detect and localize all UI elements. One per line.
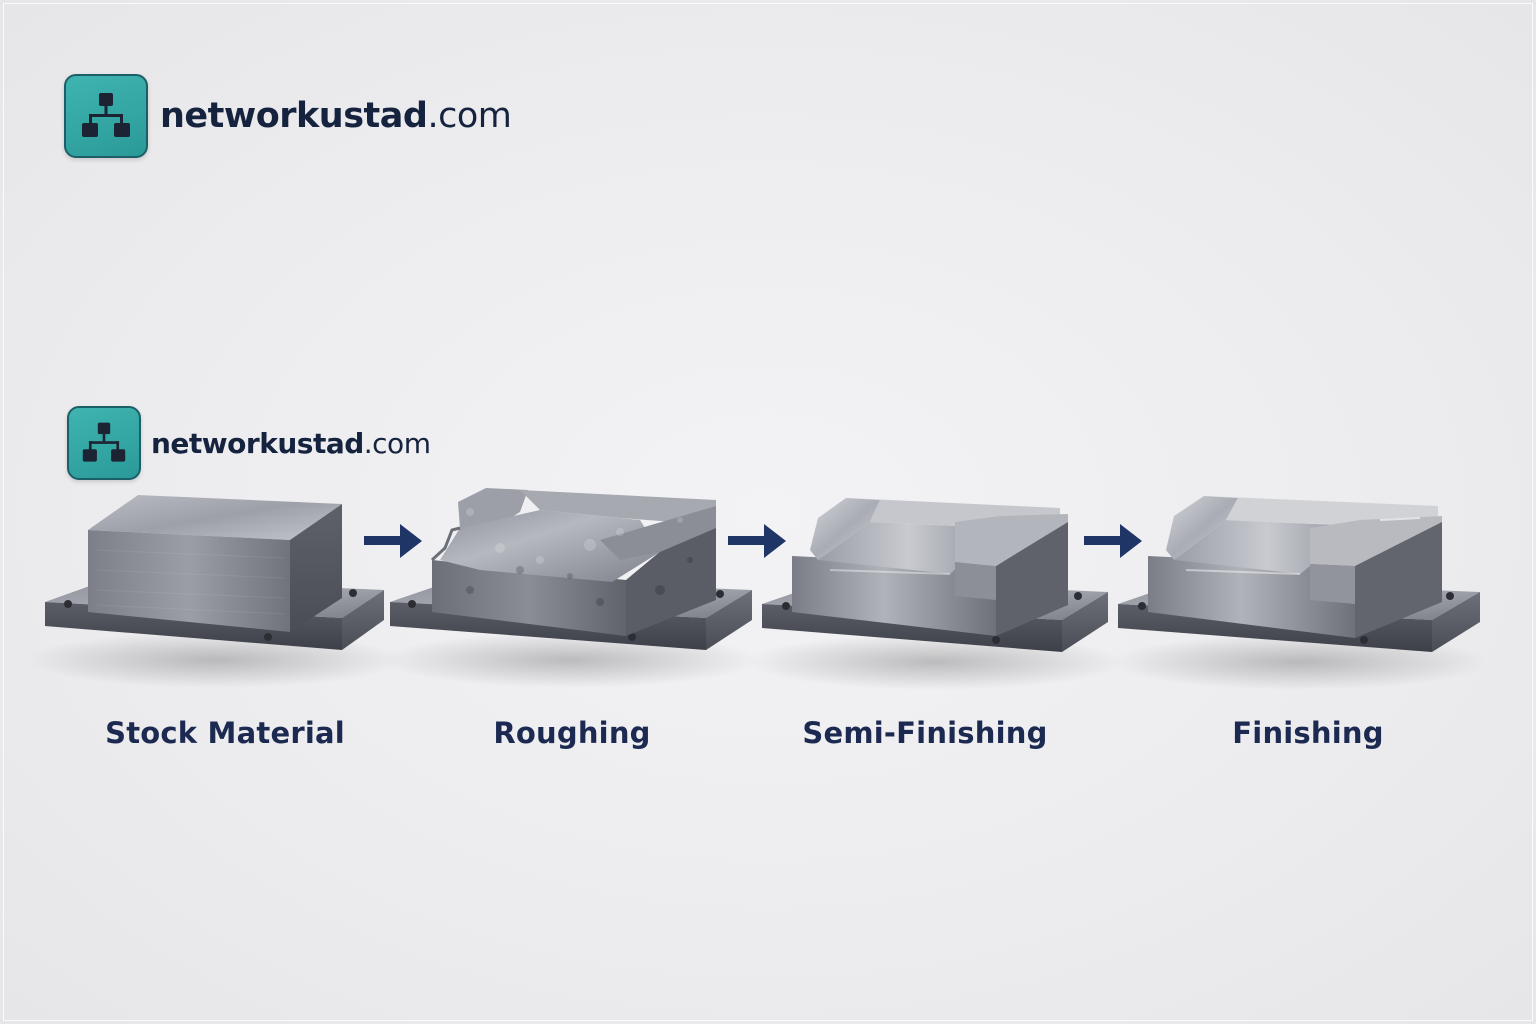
brand-logo-diagram: networkustad.com: [67, 406, 431, 480]
stage-label-roughing: Roughing: [493, 716, 651, 750]
process-arrow: [1084, 524, 1142, 558]
process-arrow: [364, 524, 422, 558]
brand-logo-top: networkustad.com: [64, 74, 512, 158]
brand-name: networkustad: [151, 426, 364, 460]
brand-name: networkustad: [160, 96, 428, 136]
stage-stock-material-illustration: [25, 495, 405, 688]
brand-wordmark: networkustad.com: [160, 96, 512, 136]
process-arrow: [728, 524, 786, 558]
stage-finishing-illustration: [1110, 496, 1490, 690]
brand-wordmark: networkustad.com: [151, 426, 431, 460]
brand-tld: .com: [363, 426, 431, 460]
stage-label-finishing: Finishing: [1232, 716, 1384, 750]
stage-label-stock-material: Stock Material: [105, 716, 345, 750]
brand-tld: .com: [427, 96, 512, 136]
stage-roughing-illustration: [380, 488, 760, 688]
stage-label-semi-finishing: Semi-Finishing: [802, 716, 1048, 750]
stage-semi-finishing-illustration: [745, 498, 1125, 690]
network-hierarchy-icon: [67, 406, 141, 480]
network-hierarchy-icon: [64, 74, 148, 158]
